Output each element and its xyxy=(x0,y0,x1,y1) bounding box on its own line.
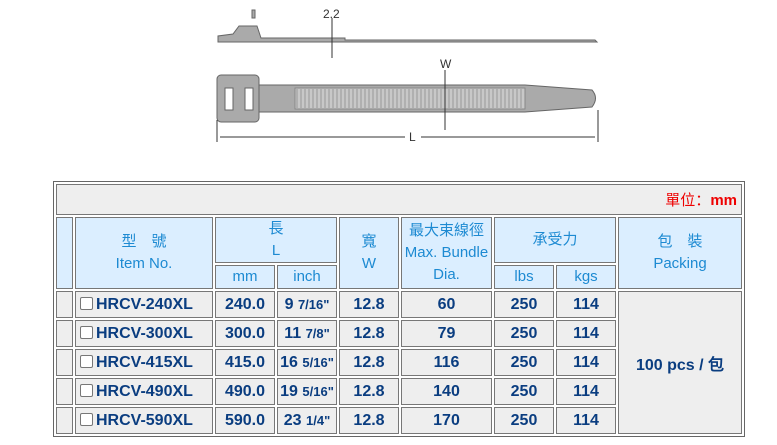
tensile-kgs: 114 xyxy=(556,291,616,318)
length-mm: 590.0 xyxy=(215,407,275,434)
row-blank xyxy=(56,320,73,347)
header-width-en: W xyxy=(361,255,377,272)
header-bundle-zh: 最大束線徑 xyxy=(408,222,484,239)
length-mm: 300.0 xyxy=(215,320,275,347)
tensile-kgs: 114 xyxy=(556,407,616,434)
bundle-dia: 60 xyxy=(401,291,492,318)
header-tensile: 承受力 xyxy=(494,217,616,263)
width: 12.8 xyxy=(339,378,399,405)
item-no: HRCV-490XL xyxy=(96,382,193,400)
inch-whole: 19 xyxy=(280,382,298,400)
width: 12.8 xyxy=(339,407,399,434)
tensile-lbs: 250 xyxy=(494,320,554,347)
item-cell: HRCV-590XL xyxy=(75,407,213,434)
header-kgs: kgs xyxy=(556,265,616,289)
unit-value: mm xyxy=(710,192,737,209)
tensile-lbs: 250 xyxy=(494,291,554,318)
length-mm: 490.0 xyxy=(215,378,275,405)
header-packing-zh: 包 裝 xyxy=(657,233,703,250)
row-checkbox[interactable] xyxy=(80,354,93,368)
header-packing-en: Packing xyxy=(653,255,707,272)
width: 12.8 xyxy=(339,349,399,376)
item-cell: HRCV-490XL xyxy=(75,378,213,405)
item-no: HRCV-300XL xyxy=(96,324,193,342)
row-blank xyxy=(56,378,73,405)
inch-whole: 23 xyxy=(283,411,302,429)
row-checkbox[interactable] xyxy=(80,383,93,397)
width-label: W xyxy=(440,57,452,71)
inch-whole: 16 xyxy=(280,353,298,371)
cable-tie-diagram: 2.2 W L xyxy=(216,7,599,144)
item-no: HRCV-415XL xyxy=(96,353,193,371)
row-checkbox[interactable] xyxy=(80,325,93,339)
header-bundle-en1: Max. Bundle xyxy=(404,244,489,261)
header-mm: mm xyxy=(215,265,275,289)
width: 12.8 xyxy=(339,320,399,347)
header-item-en: Item No. xyxy=(115,255,173,272)
item-cell: HRCV-300XL xyxy=(75,320,213,347)
inch-fraction: 7/16" xyxy=(297,296,330,312)
length-inch: 19 5/16" xyxy=(277,378,337,405)
row-checkbox[interactable] xyxy=(80,412,93,426)
header-packing: 包 裝 Packing xyxy=(618,217,742,289)
unit-cell: 單位：mm xyxy=(56,184,742,215)
length-inch: 11 7/8" xyxy=(277,320,337,347)
item-cell: HRCV-415XL xyxy=(75,349,213,376)
header-lbs: lbs xyxy=(494,265,554,289)
inch-whole: 9 xyxy=(284,295,294,313)
length-inch: 23 1/4" xyxy=(277,407,337,434)
row-blank xyxy=(56,291,73,318)
header-blank xyxy=(56,217,73,289)
length-inch: 9 7/16" xyxy=(277,291,337,318)
tensile-lbs: 250 xyxy=(494,349,554,376)
tensile-lbs: 250 xyxy=(494,407,554,434)
inch-whole: 11 xyxy=(284,324,302,342)
header-width-zh: 寬 xyxy=(361,233,377,250)
row-checkbox[interactable] xyxy=(80,296,93,310)
length-label: L xyxy=(409,130,416,144)
item-no: HRCV-240XL xyxy=(96,295,193,313)
length-mm: 240.0 xyxy=(215,291,275,318)
bundle-dia: 79 xyxy=(401,320,492,347)
inch-fraction: 5/16" xyxy=(302,354,334,370)
inch-fraction: 7/8" xyxy=(305,325,330,341)
inch-fraction: 1/4" xyxy=(306,412,331,428)
header-item-zh: 型 號 xyxy=(121,233,167,250)
length-mm: 415.0 xyxy=(215,349,275,376)
bundle-dia: 170 xyxy=(401,407,492,434)
packing: 100 pcs / 包 xyxy=(618,291,742,434)
row-blank xyxy=(56,407,73,434)
tensile-kgs: 114 xyxy=(556,378,616,405)
item-no: HRCV-590XL xyxy=(96,411,193,429)
header-length-zh: 長 xyxy=(268,220,284,237)
row-blank xyxy=(56,349,73,376)
header-item: 型 號 Item No. xyxy=(75,217,213,289)
header-bundle-en2: Dia. xyxy=(433,266,460,283)
item-cell: HRCV-240XL xyxy=(75,291,213,318)
bundle-dia: 116 xyxy=(401,349,492,376)
bundle-dia: 140 xyxy=(401,378,492,405)
header-length-en: L xyxy=(271,242,281,259)
tensile-kgs: 114 xyxy=(556,349,616,376)
thickness-label: 2.2 xyxy=(323,7,340,21)
inch-fraction: 5/16" xyxy=(302,383,334,399)
length-inch: 16 5/16" xyxy=(277,349,337,376)
unit-label: 單位： xyxy=(665,192,711,209)
width: 12.8 xyxy=(339,291,399,318)
tie-side-view xyxy=(217,25,599,43)
tensile-kgs: 114 xyxy=(556,320,616,347)
tensile-lbs: 250 xyxy=(494,378,554,405)
header-inch: inch xyxy=(277,265,337,289)
